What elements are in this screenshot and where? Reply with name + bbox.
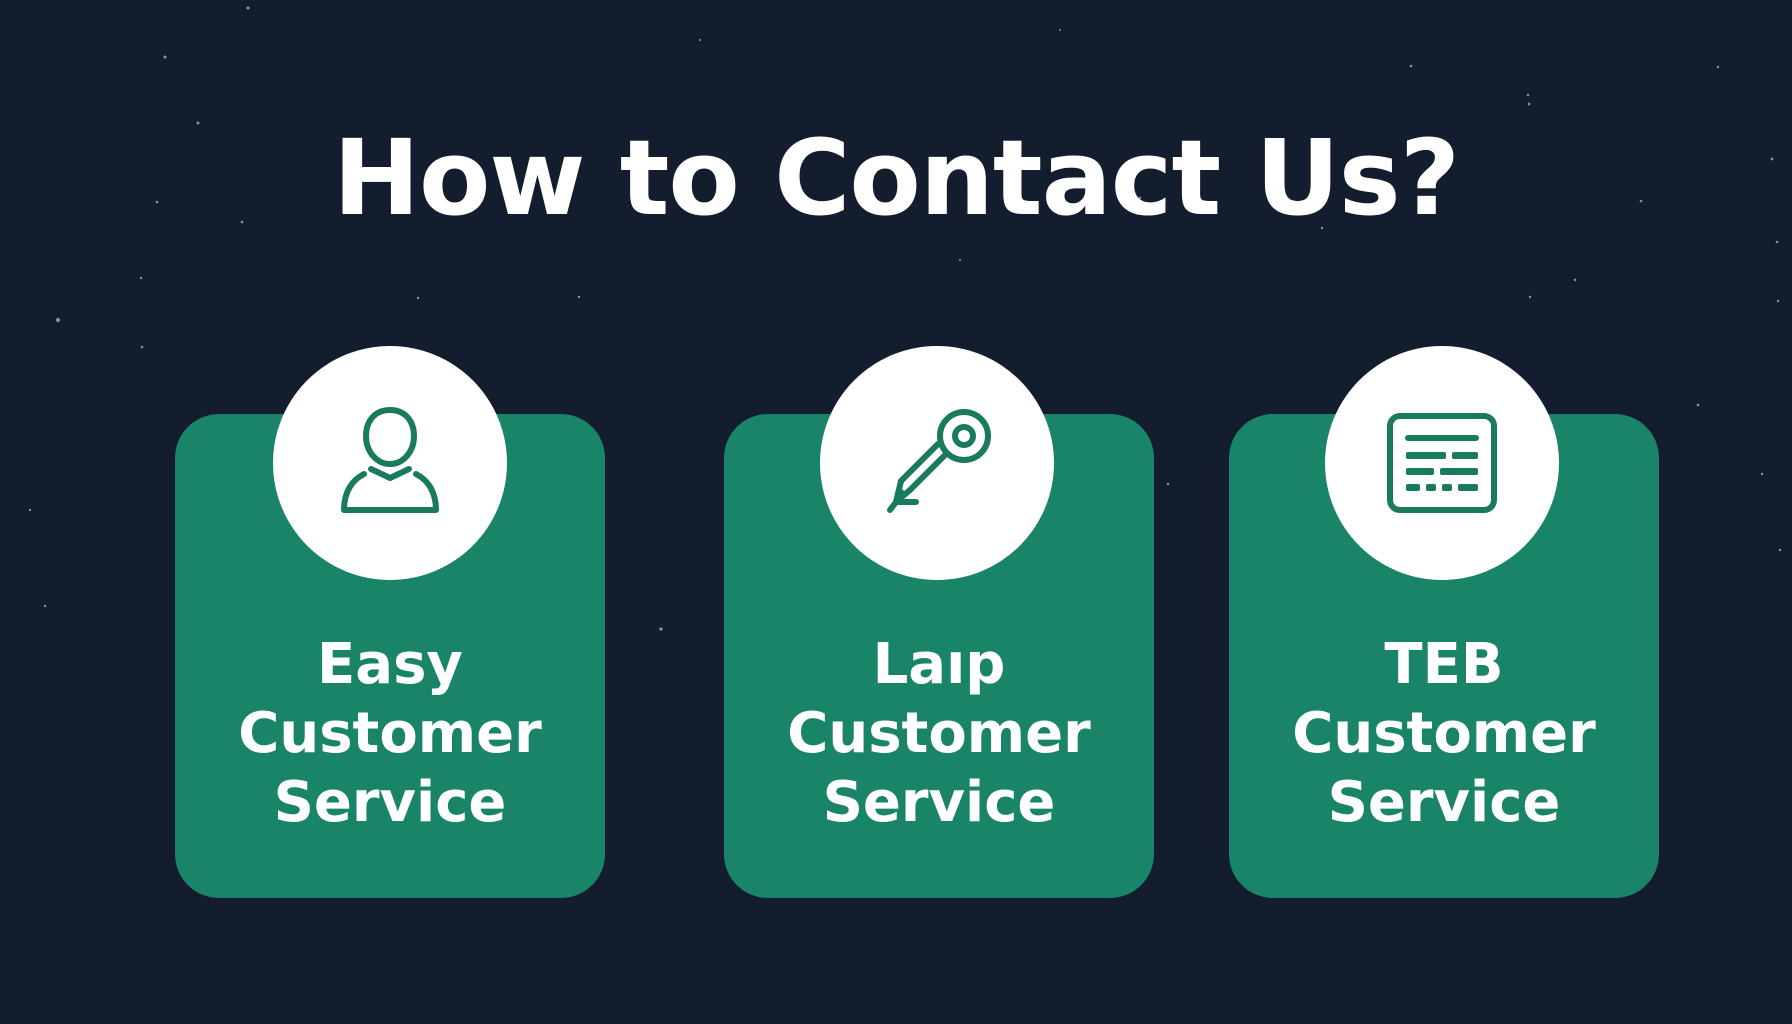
card-label-line2: Customer (238, 701, 542, 766)
card-label-line1: TEB (1384, 632, 1504, 697)
card-label-line1: Laıp (872, 632, 1006, 697)
icon-badge (820, 346, 1054, 580)
pin-key-icon (887, 409, 991, 513)
page-title: How to Contact Us? (332, 117, 1460, 239)
card-label-line1: Easy (317, 632, 463, 697)
user-icon (341, 407, 439, 513)
form-document-icon (1387, 413, 1497, 513)
card-label: Easy Customer Service (175, 630, 605, 837)
card-label: TEB Customer Service (1229, 630, 1659, 837)
card-label-line3: Service (273, 770, 507, 835)
icon-badge (1325, 346, 1559, 580)
icon-badge (273, 346, 507, 580)
card-label: Laıp Customer Service (724, 630, 1154, 837)
card-label-line2: Customer (787, 701, 1091, 766)
card-label-line2: Customer (1292, 701, 1596, 766)
card-label-line3: Service (1327, 770, 1561, 835)
card-label-line3: Service (822, 770, 1056, 835)
